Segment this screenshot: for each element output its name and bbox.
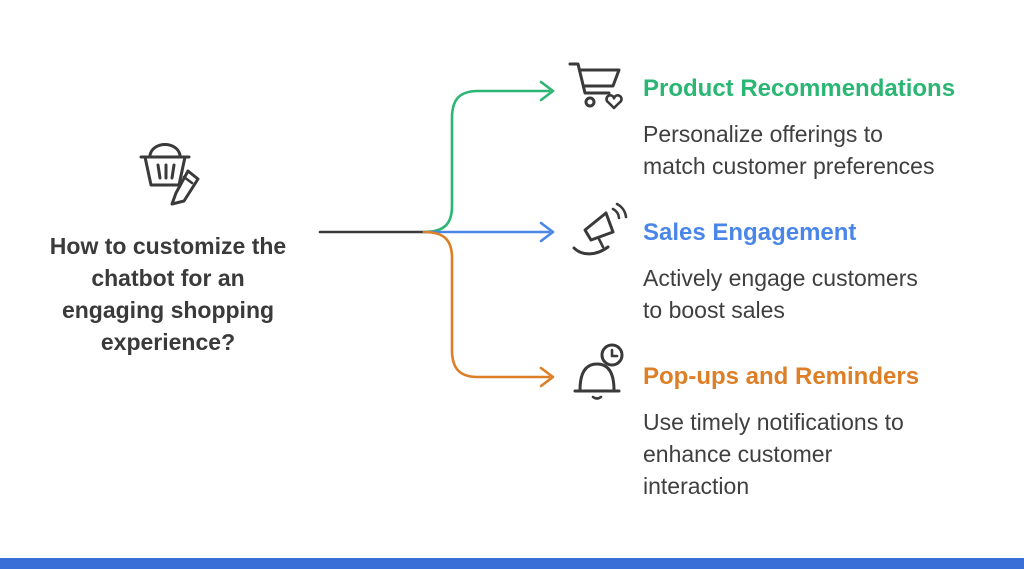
item-title-product-recommendations: Product Recommendations [643, 75, 956, 102]
megaphone-hand-icon [568, 202, 630, 262]
arrowhead-middle [539, 221, 555, 243]
question-text: How to customize the chatbot for an enga… [49, 233, 287, 355]
branch-line-top [422, 89, 551, 234]
footer-accent-bar [0, 558, 1024, 569]
branch-line-bottom [422, 230, 551, 379]
item-description-product-recommendations: Personalize offerings to match customer … [643, 121, 935, 179]
shopping-basket-pencil-icon [122, 134, 212, 220]
arrowhead-top [539, 80, 555, 102]
arrowhead-bottom [539, 366, 555, 388]
item-title-popups-and-reminders: Pop-ups and Reminders [643, 363, 920, 390]
item-title-sales-engagement: Sales Engagement [643, 219, 857, 246]
item-description-sales-engagement: Actively engage customers to boost sales [643, 265, 918, 323]
bell-clock-icon [566, 342, 630, 404]
item-description-popups-and-reminders: Use timely notifications to enhance cust… [643, 409, 904, 499]
cart-heart-icon [566, 56, 632, 120]
